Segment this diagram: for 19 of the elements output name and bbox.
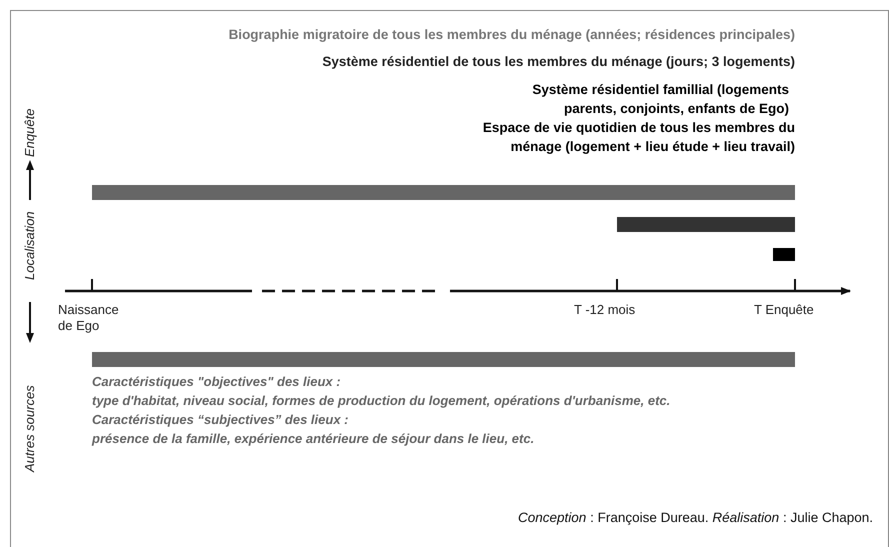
note-text: présence de la famille, expérience antérieure de séjour dans le lieu, etc. [92, 430, 534, 448]
note-text: Caractéristiques “subjectives” des lieux : [92, 411, 348, 429]
timeline-bar [773, 248, 795, 261]
tick-label: T Enquête [754, 302, 814, 318]
timeline-bar [92, 185, 795, 200]
axis-label: Autres sources [22, 385, 37, 472]
tick-label: T -12 mois [574, 302, 636, 318]
timeline-bar [617, 217, 795, 232]
bar-caption: Biographie migratoire de tous les membres du ménage (années; résidences principales) [228, 26, 795, 44]
axis-label: Enquête [22, 108, 37, 157]
timeline-bar [92, 352, 795, 367]
credit-line: Conception : Françoise Dureau. Réalisation : Julie Chapon. [518, 510, 873, 525]
bar-caption: Système résidentiel de tous les membres du ménage (jours; 3 logements) [322, 53, 795, 71]
bar-caption: Système résidentiel famillial (logements parents, conjoints, enfants de Ego) [531, 81, 789, 118]
bar-caption: Espace de vie quotidien de tous les membres du ménage (logement + lieu étude + lieu travail) [482, 119, 795, 156]
note-text: type d'habitat, niveau social, formes de production du logement, opérations d'urbanisme, etc. [92, 392, 670, 410]
note-text: Caractéristiques "objectives" des lieux : [92, 373, 341, 391]
tick-label: Naissance de Ego [58, 302, 118, 334]
axis-label: Localisation [22, 211, 37, 280]
